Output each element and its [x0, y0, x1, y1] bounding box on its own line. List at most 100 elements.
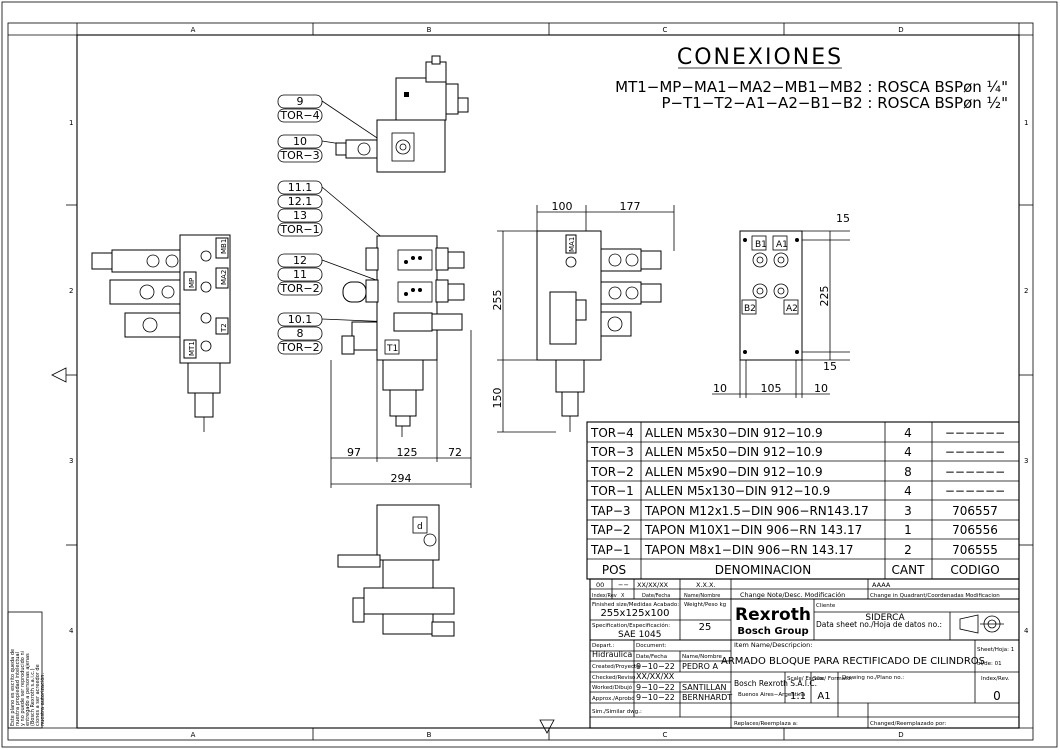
table-row-3-codigo: −−−−−−: [945, 465, 1005, 479]
table-row-6-denominacion: TAPON M10X1−DIN 906−RN 143.17: [644, 523, 862, 537]
dim-72: 72: [448, 446, 462, 459]
svg-text:(Bosch Rexroth s.a.i.c.): (Bosch Rexroth s.a.i.c.): [30, 668, 36, 726]
back-view: B1 A1 B2 A2: [739, 230, 803, 361]
table-row-6-codigo: 706556: [952, 523, 998, 537]
brand-logo: Rexroth: [735, 605, 811, 625]
date-header: Date/Fecha: [636, 654, 667, 660]
table-row-2-codigo: −−−−−−: [945, 445, 1005, 459]
city: Buenos Aires−Argentina: [738, 692, 805, 698]
scale: 1:1: [790, 691, 806, 702]
zone-col-a-top: A: [191, 26, 196, 34]
scale-label: Scale/ Escala:: [787, 676, 825, 682]
port-b2: B2: [744, 304, 756, 314]
side-dims: 100 177 255 150: [491, 200, 675, 433]
hdr-date: Date/Fecha: [642, 593, 670, 599]
table-row-7-pos: TAP−1: [590, 543, 631, 557]
created-label: Created/Proyectó: [592, 663, 640, 670]
port-a2: A2: [786, 304, 798, 314]
checked-label: Checked/Revisó: [592, 674, 636, 681]
table-row-4-cant: 4: [904, 484, 912, 498]
port-a1: A1: [776, 240, 788, 250]
callout-9-a: 9: [297, 95, 304, 108]
dim-10-left: 10: [713, 382, 727, 395]
hdr-change-note: Change Note/Desc. Modificación: [740, 591, 845, 599]
item-label: Item Name/Descripcion:: [734, 641, 812, 649]
table-row-3-denominacion: ALLEN M5x90−DIN 912−10.9: [645, 465, 823, 479]
drawing-label: Drawing no./Plano no.:: [842, 675, 904, 681]
replaces-label: Replaces/Reemplaza a:: [734, 721, 798, 727]
table-header-denominacion: DENOMINACION: [715, 563, 811, 577]
table-row-6-cant: 1: [904, 523, 912, 537]
table-row-2-cant: 4: [904, 445, 912, 459]
client-label: Cliente: [816, 603, 836, 609]
notes-title: CONEXIONES: [677, 45, 843, 70]
zone-row-4-left: 4: [69, 627, 74, 635]
callout-11-1-d: TOR−1: [279, 223, 319, 236]
zone-col-b-bottom: B: [427, 731, 432, 739]
hdr-change-quadrant: Change in Quadrant/Coordenadas Modificac…: [870, 593, 1000, 599]
table-row-5-codigo: 706557: [952, 504, 998, 518]
front-dims: 97 125 72 294: [330, 330, 472, 488]
depart: Hidraulica: [592, 650, 632, 659]
approx-date: 9−10−22: [636, 693, 675, 702]
name-header: Name/Nombre: [682, 654, 723, 660]
brand-group: Bosch Group: [737, 626, 808, 637]
dim-177: 177: [620, 200, 641, 213]
created-name: PEDRO A: [682, 662, 718, 671]
approx-name: BERNHARDT: [682, 693, 732, 702]
table-row-5-cant: 3: [904, 504, 912, 518]
svg-text:entregado a personas ajenas: entregado a personas ajenas: [25, 653, 31, 726]
projection-symbol-icon: [959, 614, 1004, 634]
callout-group-10-1: 10.1 8 TOR−2: [277, 312, 396, 355]
dim-105: 105: [761, 382, 782, 395]
spec: SAE 1045: [618, 630, 662, 640]
finished-size: 255x125x100: [600, 608, 669, 619]
table-row-7-denominacion: TAPON M8x1−DIN 906−RN 143.17: [644, 543, 854, 557]
hdr-name: Name/Nombre: [684, 593, 720, 599]
rev-name: X.X.X.: [696, 581, 716, 589]
document-label: Document:: [636, 643, 666, 649]
zone-row-2-left: 2: [69, 287, 73, 295]
port-mt1: MT1: [188, 341, 196, 356]
spec-label: Specification/Especificación:: [592, 622, 670, 629]
rev-quadrant: AAAA: [872, 581, 891, 589]
dim-100: 100: [552, 200, 573, 213]
table-row-4-denominacion: ALLEN M5x130−DIN 912−10.9: [645, 484, 830, 498]
table-row-4-codigo: −−−−−−: [945, 484, 1005, 498]
top-view: [335, 55, 469, 173]
table-row-3-pos: TOR−2: [590, 465, 634, 479]
back-dims: 15 225 15 10 105 10: [712, 212, 850, 398]
svg-text:nuestra propiedad intelectual: nuestra propiedad intelectual: [15, 652, 21, 726]
company: Bosch Rexroth S.A.I.C.: [734, 679, 817, 688]
callout-11-1-a: 11.1: [288, 181, 313, 194]
index-label: Index/Rev.: [981, 676, 1010, 682]
table-row-5-denominacion: TAPON M12x1.5−DIN 906−RN143.17: [644, 504, 869, 518]
zone-col-c-top: C: [663, 26, 668, 34]
port-ma1: MA1: [568, 237, 576, 252]
dim-225: 225: [818, 286, 831, 307]
table-row-2-denominacion: ALLEN M5x50−DIN 912−10.9: [645, 445, 823, 459]
dim-97: 97: [347, 446, 361, 459]
size: A1: [817, 691, 830, 702]
size-label: Size/ Formato:: [813, 676, 853, 682]
callout-10-1-b: 8: [297, 327, 304, 340]
zone-row-3-right: 3: [1024, 457, 1028, 465]
item-name: ARMADO BLOQUE PARA RECTIFICADO DE CILIND…: [721, 656, 985, 667]
zone-col-d-bottom: D: [898, 731, 903, 739]
left-view: MB1 MP MA2 T2 MT1: [91, 234, 231, 432]
table-row-7-cant: 2: [904, 543, 912, 557]
zone-ticks: [66, 23, 1033, 740]
zone-row-2-right: 2: [1024, 287, 1028, 295]
table-row-2-pos: TOR−3: [590, 445, 634, 459]
table-row-1-codigo: −−−−−−: [945, 426, 1005, 440]
svg-text:ciones a ser acreedor de: ciones a ser acreedor de: [35, 664, 41, 726]
callout-12-b: 11: [293, 268, 307, 281]
port-mp: MP: [188, 278, 196, 288]
notes-line-2: P−T1−T2−A1−A2−B1−B2 : ROSCA BSPøn ½": [662, 94, 1008, 112]
zone-col-a-bottom: A: [191, 731, 196, 739]
client: SIDERCA: [865, 613, 905, 623]
callout-10-1-a: 10.1: [288, 313, 313, 326]
center-arrow-left: [51, 367, 67, 383]
callout-11-1-c: 13: [293, 209, 307, 222]
